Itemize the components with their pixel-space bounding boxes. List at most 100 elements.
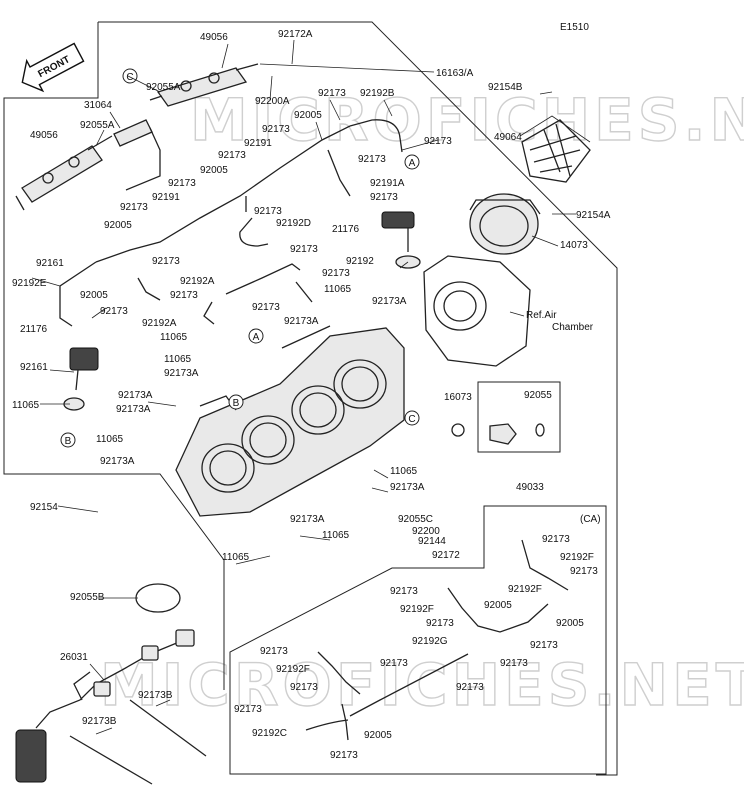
svg-text:C: C (126, 72, 133, 83)
vacuum-hose-network (59, 119, 403, 327)
ref-air-chamber (423, 255, 531, 367)
part-label: 92055 (524, 390, 552, 401)
ref-air-chamber-note-line2: Chamber (552, 322, 594, 333)
part-label: 92173 (168, 178, 196, 189)
part-label: 92173A (390, 482, 425, 493)
part-label: 92192F (560, 552, 594, 563)
part-label: 92173A (116, 404, 151, 415)
part-label: 92200A (255, 96, 290, 107)
part-label: 92173 (218, 150, 246, 161)
callout-a-top: A (404, 154, 420, 170)
part-label: 11065 (390, 466, 418, 477)
wiring-harness-26031 (15, 629, 195, 783)
part-labels: 49056 92172A 16163/A 92055A 92200A 31064… (12, 29, 611, 761)
part-label: 31064 (84, 100, 112, 111)
part-label: 92173 (330, 750, 358, 761)
svg-text:A: A (253, 332, 260, 343)
part-label: 92154A (576, 210, 611, 221)
part-label: 11065 (222, 552, 250, 563)
callout-a-mid: A (248, 328, 264, 344)
part-label: 92173B (138, 690, 173, 701)
part-label: 92173 (370, 192, 398, 203)
part-label: 92173 (290, 682, 318, 693)
part-label: 92161 (20, 362, 48, 373)
part-label: 92191 (152, 192, 180, 203)
main-frame-outline (3, 21, 618, 776)
part-label: 92154B (488, 82, 523, 93)
svg-text:A: A (409, 158, 416, 169)
part-label: 92173 (290, 244, 318, 255)
sensor-21176-left (63, 347, 99, 411)
part-label: 92173 (322, 268, 350, 279)
svg-text:C: C (408, 414, 415, 425)
part-label: 92191 (244, 138, 272, 149)
part-label: 49056 (30, 130, 58, 141)
fuel-rail-upper (149, 63, 259, 107)
fitting-31064 (113, 119, 161, 191)
part-label: 92192 (346, 256, 374, 267)
part-label: 92173A (284, 316, 319, 327)
part-label: 92192D (276, 218, 311, 229)
part-label: 92173 (358, 154, 386, 165)
part-label: 92005 (556, 618, 584, 629)
part-label: 92192A (180, 276, 215, 287)
part-label: 16163/A (436, 68, 474, 79)
part-label: 92173 (380, 658, 408, 669)
part-label: 92173A (372, 296, 407, 307)
part-label: 92173A (118, 390, 153, 401)
cable-tie-92173B-left (69, 735, 153, 785)
part-label: 92173 (260, 646, 288, 657)
cable-tie-92173B-right (129, 699, 207, 757)
part-label: 21176 (20, 324, 48, 335)
ca-note: (CA) (580, 514, 601, 525)
part-label: 92173 (170, 290, 198, 301)
watermark-bottom: MICROFICHES.NET (100, 651, 744, 719)
part-label: 92173 (252, 302, 280, 313)
part-label: 92005 (200, 165, 228, 176)
part-label: 92192F (276, 664, 310, 675)
part-label: 92055B (70, 592, 105, 603)
fitting-49033-group (451, 423, 545, 445)
part-label: 26031 (60, 652, 88, 663)
leader-lines (31, 39, 591, 735)
part-label: 92173 (152, 256, 180, 267)
part-label: 11065 (164, 354, 192, 365)
part-label: 92192C (252, 728, 287, 739)
part-label: 92173 (542, 534, 570, 545)
part-label: 92173 (500, 658, 528, 669)
part-label: 92173 (570, 566, 598, 577)
part-label: 92055A (146, 82, 181, 93)
air-chamber-14073 (469, 193, 541, 255)
part-label: 92192B (360, 88, 395, 99)
part-label: 92172A (278, 29, 313, 40)
part-label: 92192A (142, 318, 177, 329)
part-label: 92173 (234, 704, 262, 715)
ca-hose-network (305, 539, 569, 741)
part-label: 11065 (160, 332, 188, 343)
callout-b-mid: B (228, 394, 244, 410)
part-label: 92173A (290, 514, 325, 525)
part-label: 92173 (100, 306, 128, 317)
part-label: 92005 (364, 730, 392, 741)
part-label: 14073 (560, 240, 588, 251)
part-label: 11065 (324, 284, 352, 295)
part-label: 92173 (426, 618, 454, 629)
part-label: 92055C (398, 514, 433, 525)
part-label: 21176 (332, 224, 360, 235)
part-label: 92173 (254, 206, 282, 217)
part-label: 16073 (444, 392, 472, 403)
screen-49064 (521, 119, 591, 183)
part-label: 92192F (508, 584, 542, 595)
o-ring-92055B (135, 583, 181, 613)
diagram-code: E1510 (560, 22, 589, 33)
part-label: 92055A (80, 120, 115, 131)
part-label: 92005 (484, 600, 512, 611)
part-label: 92173 (424, 136, 452, 147)
part-label: 49033 (516, 482, 544, 493)
throttle-body-assembly (175, 325, 405, 517)
part-label: 92173 (318, 88, 346, 99)
part-label: 92173 (262, 124, 290, 135)
part-label: 92173 (120, 202, 148, 213)
part-label: 92154 (30, 502, 58, 513)
part-label: 92005 (294, 110, 322, 121)
